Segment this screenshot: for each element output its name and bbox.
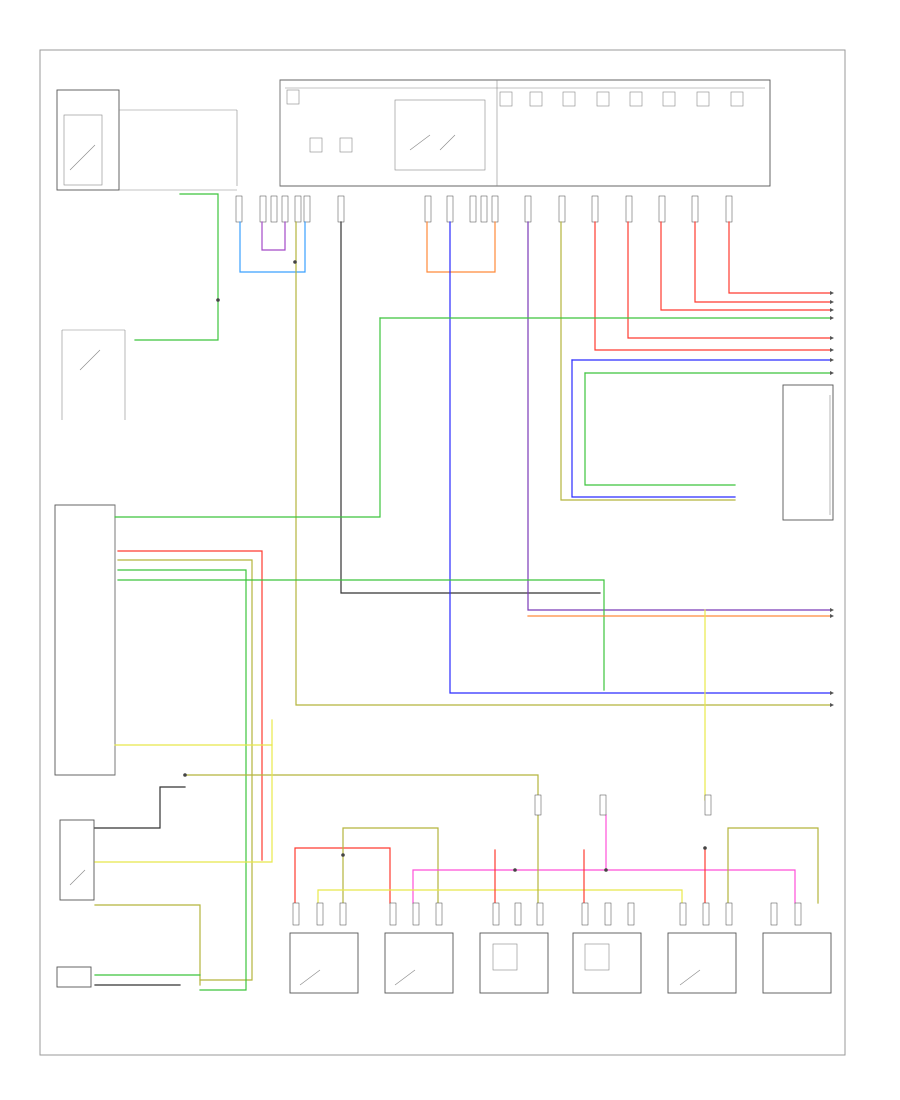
diagram-frame xyxy=(39,49,846,1056)
wire-green-19 xyxy=(584,372,736,486)
wire-red-13 xyxy=(728,221,831,294)
wire-red-20 xyxy=(117,550,263,861)
connector-row-top xyxy=(235,195,733,223)
terminal-arrow-6 xyxy=(830,358,834,362)
right-module xyxy=(782,384,834,521)
wire-light_blue-1 xyxy=(239,221,306,273)
wire-red-9 xyxy=(594,221,831,351)
component-1 xyxy=(289,932,359,994)
component-6 xyxy=(762,932,832,994)
connector-row-bottom xyxy=(292,794,802,926)
wire-violet-7 xyxy=(527,221,831,611)
wire-green-15 xyxy=(114,317,381,518)
terminal-arrow-9 xyxy=(830,614,834,618)
splice-points xyxy=(183,260,707,872)
wire-olive-40 xyxy=(94,904,201,986)
wire-dark-4 xyxy=(340,221,601,594)
wire-orange-5 xyxy=(426,221,496,273)
component-4 xyxy=(572,932,642,994)
wire-olive-33 xyxy=(184,774,539,796)
wire-pink-28 xyxy=(412,869,796,904)
terminal-arrow-2 xyxy=(830,308,834,312)
left-module xyxy=(54,504,116,776)
wire-blue-6 xyxy=(449,221,831,694)
wire-red-11 xyxy=(660,221,831,311)
wire-purple-2 xyxy=(261,221,286,251)
terminal-arrows xyxy=(830,291,834,707)
component-2 xyxy=(384,932,454,994)
wire-yellow-29 xyxy=(317,889,683,904)
wire-olive-35 xyxy=(727,827,819,904)
fuse-group xyxy=(286,89,744,153)
component-5 xyxy=(667,932,737,994)
bottom-components xyxy=(289,932,832,994)
wire-olive-27 xyxy=(342,827,439,904)
wire-blue-17 xyxy=(571,359,736,498)
terminal-arrow-5 xyxy=(830,348,834,352)
wire-olive-3 xyxy=(295,221,831,706)
terminal-arrow-0 xyxy=(830,291,834,295)
wire-olive-21 xyxy=(117,559,253,981)
bottom-left-sensors xyxy=(56,819,95,988)
wire-green-22 xyxy=(117,569,247,991)
terminal-arrow-11 xyxy=(830,703,834,707)
terminal-arrow-4 xyxy=(830,336,834,340)
wire-red-12 xyxy=(694,221,831,303)
top-left-module xyxy=(56,89,238,191)
wire-olive-8 xyxy=(560,221,736,501)
wire-green-23 xyxy=(117,579,605,691)
wire-dark-38 xyxy=(94,786,186,829)
terminal-arrow-3 xyxy=(830,316,834,320)
relay-block xyxy=(394,99,486,171)
component-3 xyxy=(479,932,549,994)
fuse-panel xyxy=(279,79,771,187)
wire-red-10 xyxy=(627,221,831,339)
terminal-arrow-1 xyxy=(830,300,834,304)
wire-green-0 xyxy=(134,193,219,341)
terminal-arrow-7 xyxy=(830,371,834,375)
terminal-arrow-8 xyxy=(830,608,834,612)
left-switch xyxy=(61,329,126,420)
wire-group xyxy=(94,193,831,991)
terminal-arrow-10 xyxy=(830,691,834,695)
wire-yellow-37 xyxy=(94,719,273,863)
